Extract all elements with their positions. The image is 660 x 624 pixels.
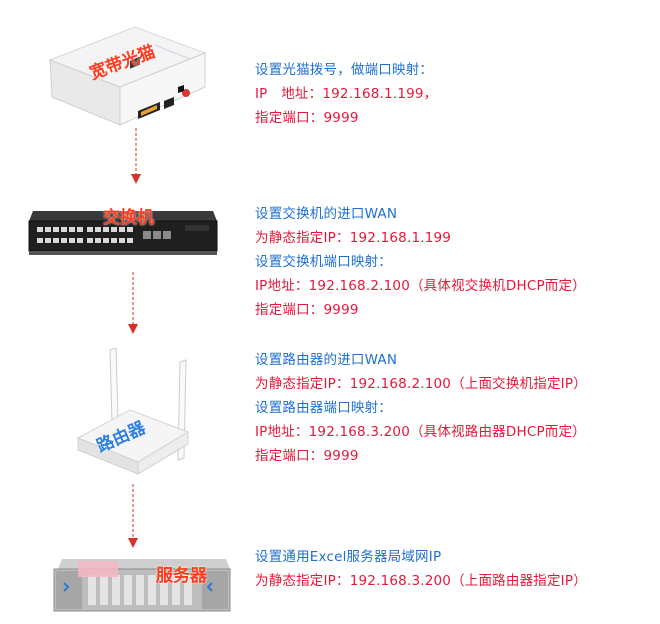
modem-config-text: 设置光猫拨号，做端口映射： IP 地址：192.168.1.199， 指定端口：…	[255, 58, 437, 130]
config-line: 为静态指定IP：192.168.3.200（上面路由器指定IP）	[255, 573, 587, 589]
router-image	[76, 347, 190, 475]
server-label: 服务器	[156, 566, 207, 586]
config-line: 设置交换机的进口WAN	[255, 206, 398, 222]
switch-image	[28, 211, 218, 255]
router-config-text: 设置路由器的进口WAN 为静态指定IP：192.168.2.100（上面交换机指…	[255, 348, 587, 468]
server-device: 服务器	[48, 555, 233, 617]
arrow-3	[128, 484, 138, 548]
arrow-1	[131, 128, 141, 184]
config-line: 指定端口：9999	[255, 110, 359, 126]
modem-image	[48, 26, 207, 126]
switch-label: 交换机	[103, 208, 154, 228]
router-device: 路由器	[68, 340, 198, 480]
switch-device: 交换机	[25, 205, 220, 260]
config-line: 设置交换机端口映射：	[255, 254, 392, 270]
config-line: 设置光猫拨号，做端口映射：	[255, 62, 434, 78]
config-line: 为静态指定IP：192.168.2.100（上面交换机指定IP）	[255, 376, 587, 392]
server-config-text: 设置通用Excel服务器局域网IP 为静态指定IP：192.168.3.200（…	[255, 545, 587, 593]
config-line: IP地址：192.168.3.200（具体视路由器DHCP而定）	[255, 424, 586, 440]
modem-device: 宽带光猫	[40, 15, 210, 130]
switch-config-text: 设置交换机的进口WAN 为静态指定IP：192.168.1.199 设置交换机端…	[255, 202, 586, 322]
server-image	[53, 559, 231, 612]
arrow-2	[128, 272, 138, 334]
config-line: 指定端口：9999	[255, 302, 359, 318]
config-line: IP 地址：192.168.1.199，	[255, 86, 438, 102]
config-line: 设置路由器的进口WAN	[255, 352, 398, 368]
config-line: 为静态指定IP：192.168.1.199	[255, 230, 452, 246]
config-line: 设置通用Excel服务器局域网IP	[255, 549, 442, 565]
config-line: 指定端口：9999	[255, 448, 359, 464]
config-line: 设置路由器端口映射：	[255, 400, 392, 416]
config-line: IP地址：192.168.2.100（具体视交换机DHCP而定）	[255, 278, 586, 294]
